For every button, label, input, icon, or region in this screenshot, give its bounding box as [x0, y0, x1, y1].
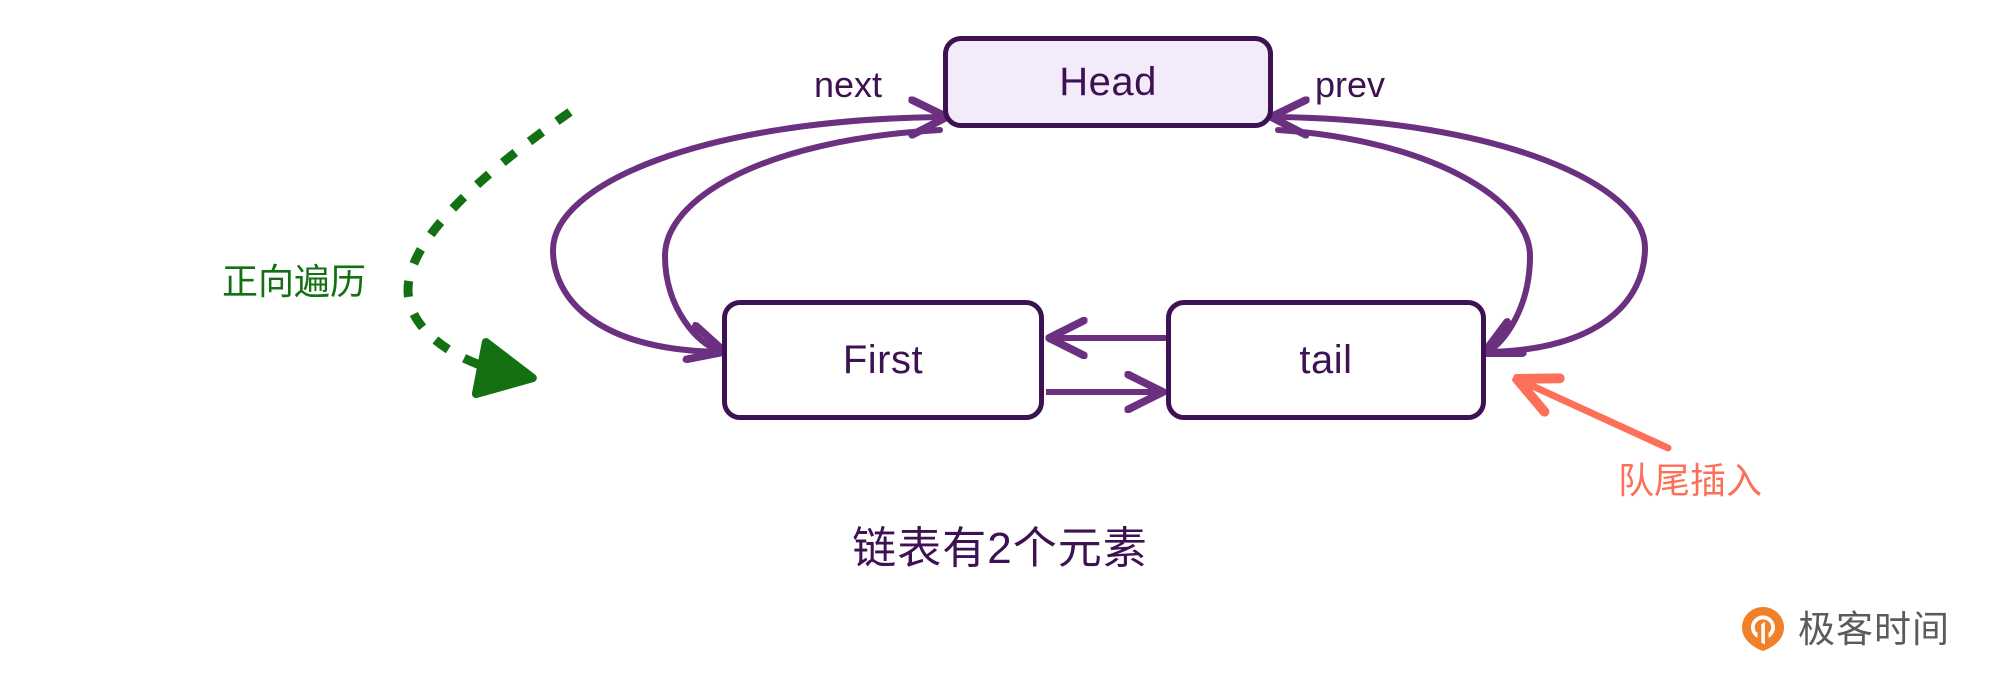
edge-label-prev: prev — [1315, 64, 1386, 105]
node-first-label: First — [842, 337, 924, 382]
edge-label-next: next — [814, 64, 883, 105]
geektime-logo-icon — [1740, 606, 1786, 652]
edge-first-to-head — [549, 117, 940, 355]
tail-insert-arrow — [1528, 384, 1672, 452]
node-head-label: Head — [1059, 59, 1157, 104]
annotation-tail-insert: 队尾插入 — [1618, 460, 1763, 501]
node-first[interactable]: First — [722, 300, 1044, 420]
node-head[interactable]: Head — [943, 36, 1273, 128]
brand-logo: 极客时间 — [1740, 606, 1950, 652]
diagram-caption: 链表有2个元素 — [852, 524, 1148, 573]
annotation-forward-traversal: 正向遍历 — [222, 261, 367, 302]
forward-traversal-arrow — [403, 108, 573, 399]
edge-tail-to-head — [1278, 117, 1649, 355]
node-tail-label: tail — [1299, 337, 1353, 382]
edge-head-to-tail — [1275, 127, 1534, 350]
edge-head-to-first — [661, 127, 943, 350]
node-tail[interactable]: tail — [1166, 300, 1486, 420]
brand-name: 极客时间 — [1798, 608, 1950, 650]
